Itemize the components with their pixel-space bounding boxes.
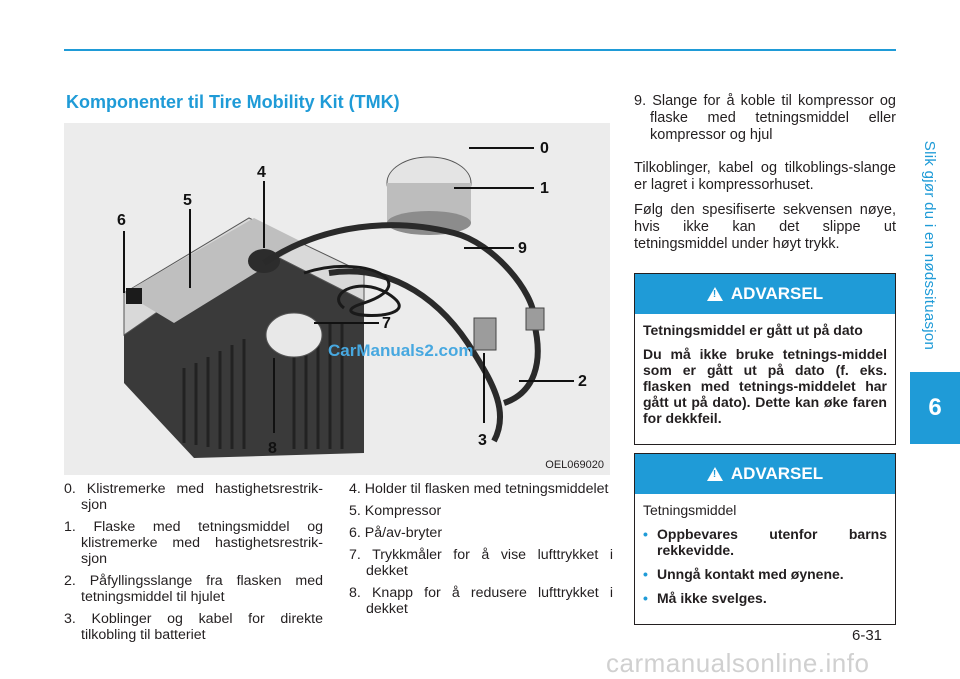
pressure-gauge xyxy=(265,312,323,358)
tmk-illustration: 6 5 4 0 1 9 7 8 3 2 xyxy=(117,140,587,458)
section-title: Komponenter til Tire Mobility Kit (TMK) xyxy=(66,92,400,112)
callout-1: 1 xyxy=(540,180,549,197)
callout-8: 8 xyxy=(268,440,277,457)
figure-code: OEL069020 xyxy=(545,459,604,471)
list-item: 4. Holder til flasken med tetningsmiddel… xyxy=(349,481,609,497)
warning-heading: ADVARSEL xyxy=(730,284,824,303)
filling-hose xyxy=(328,268,504,443)
storage-note: Tilkoblinger, kabel og tilkoblings-slang… xyxy=(634,160,896,193)
compressor-top-panel xyxy=(123,217,365,336)
warning-icon: ! xyxy=(706,287,723,301)
warning-text: Du må ikke bruke tetnings-middel som er … xyxy=(643,346,887,426)
list-item: 6. På/av-bryter xyxy=(349,525,443,541)
hose-end xyxy=(502,322,541,406)
list-item: 5. Kompressor xyxy=(349,503,442,519)
chapter-tab[interactable]: 6 xyxy=(910,372,960,444)
component-9: 9. Slange for å koble til kompressor og … xyxy=(634,93,896,143)
right-column: 9. Slange for å koble til kompressor og … xyxy=(634,93,896,261)
chapter-side-title: Slik gjør du i en nødssituasjon xyxy=(921,140,939,350)
warning-bullets: Oppbevares utenfor barns rekkevidde. Unn… xyxy=(643,526,887,606)
warning-bullet: Oppbevares utenfor barns rekkevidde. xyxy=(643,526,887,558)
components-list-left: 0. Klistremerke med hastighetsrestrik-sj… xyxy=(64,481,323,649)
battery-cable-coil xyxy=(303,264,401,317)
warning-header: ! ADVARSEL xyxy=(635,274,895,314)
warning-heading: ADVARSEL xyxy=(730,464,824,483)
warning-title: Tetningsmiddel er gått ut på dato xyxy=(643,322,863,338)
header-rule xyxy=(64,49,896,51)
callout-3: 3 xyxy=(478,432,487,449)
list-item: 7. Trykkmåler for å vise lufttrykket i d… xyxy=(349,547,613,579)
watermark: CarManuals2.com xyxy=(328,341,474,360)
label-sticker xyxy=(124,218,304,323)
warning-bullet: Unngå kontakt med øynene. xyxy=(643,566,887,582)
list-item: 3. Koblinger og kabel for direkte tilkob… xyxy=(64,611,323,643)
components-list-mid: 4. Holder til flasken med tetningsmiddel… xyxy=(349,481,613,623)
warning-title: Tetningsmiddel xyxy=(643,502,737,518)
warning-box-sealant: ! ADVARSEL Tetningsmiddel Oppbevares ute… xyxy=(634,453,896,625)
list-item: 1. Flaske med tetningsmiddel og klistrem… xyxy=(64,519,323,567)
callout-7: 7 xyxy=(382,315,391,332)
tmk-figure: 6 5 4 0 1 9 7 8 3 2 CarManuals2.com OEL0… xyxy=(64,123,610,475)
page-number: 6-31 xyxy=(852,627,883,644)
callout-0: 0 xyxy=(540,140,549,157)
battery-connector xyxy=(473,317,497,351)
callout-lines xyxy=(123,147,574,433)
warning-body: Tetningsmiddel er gått ut på dato Du må … xyxy=(635,314,895,444)
warning-box-expiry: ! ADVARSEL Tetningsmiddel er gått ut på … xyxy=(634,273,896,445)
warning-body: Tetningsmiddel Oppbevares utenfor barns … xyxy=(635,494,895,624)
callout-2: 2 xyxy=(578,373,587,390)
power-switch xyxy=(126,288,142,304)
warning-header: ! ADVARSEL xyxy=(635,454,895,494)
list-item: 0. Klistremerke med hastighetsrestrik-sj… xyxy=(64,481,323,513)
warning-bullet: Må ikke svelges. xyxy=(643,590,887,606)
hose-valve xyxy=(525,307,545,331)
list-item: 2. Påfyllingsslange fra flasken med tetn… xyxy=(64,573,323,605)
callout-5: 5 xyxy=(183,192,192,209)
list-item: 8. Knapp for å redusere lufttrykket i de… xyxy=(349,585,613,617)
compressor-hose xyxy=(262,222,537,319)
callout-9: 9 xyxy=(518,240,527,257)
sequence-note: Følg den spesifiserte sekvensen nøye, hv… xyxy=(634,202,896,252)
callout-6: 6 xyxy=(117,212,126,229)
warning-icon: ! xyxy=(706,467,723,481)
site-watermark: carmanualsonline.info xyxy=(606,648,870,678)
callout-4: 4 xyxy=(257,164,266,181)
